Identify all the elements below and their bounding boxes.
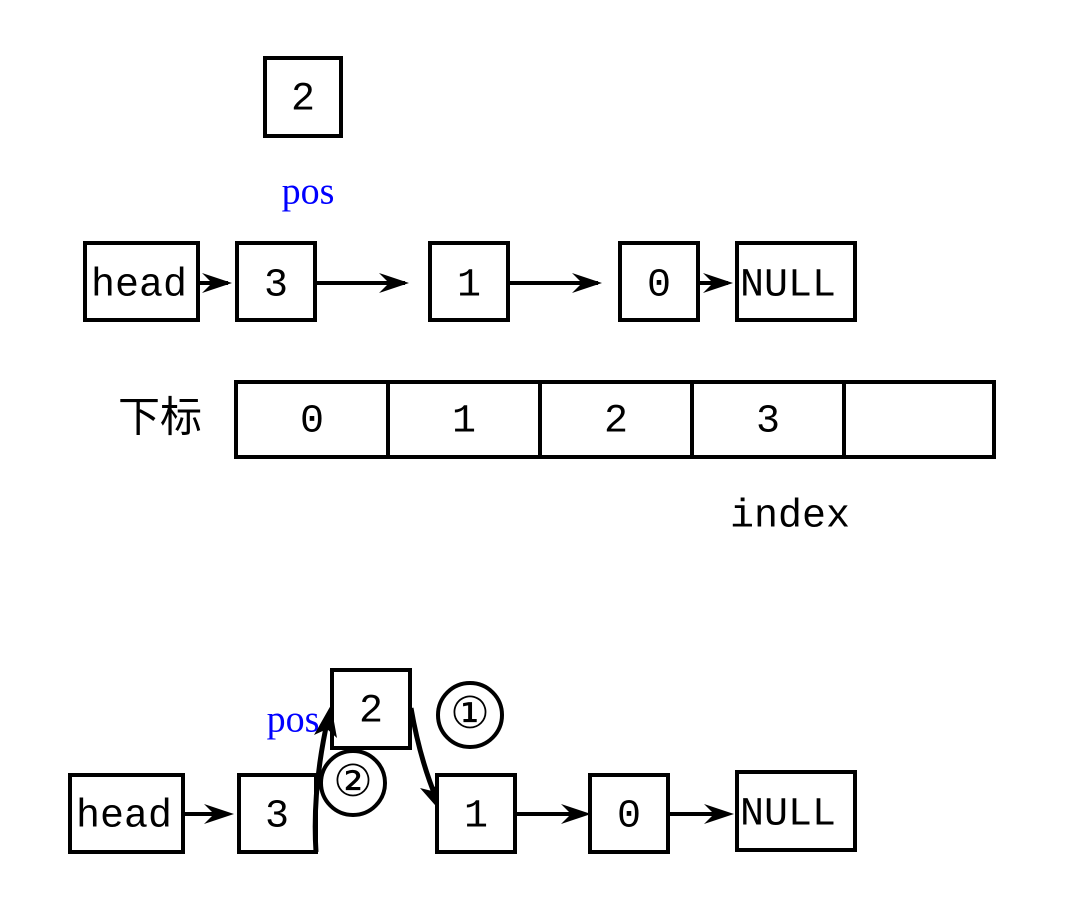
top-arrow-head-to-node-0 <box>198 273 232 293</box>
bottom-panel: head 3 2 pos <box>68 668 857 854</box>
bottom-head-label: head <box>76 795 172 840</box>
bottom-arrow-node-1-to-node-2 <box>515 804 591 824</box>
top-null-terminator: NULL <box>735 241 857 322</box>
index-table-cell-0: 0 <box>234 380 390 459</box>
bottom-step-marker-2: ② <box>319 749 387 817</box>
top-list-node-0-box <box>235 241 317 322</box>
bottom-null-terminator-label: NULL <box>740 793 836 838</box>
bottom-list-node-2: 0 <box>588 773 670 854</box>
top-floating-node-value: 2 <box>291 78 315 123</box>
top-head-box-rect <box>83 241 200 322</box>
top-list-node-2-value: 0 <box>647 264 671 309</box>
top-arrow-node-1-to-node-2 <box>508 273 602 293</box>
bottom-list-node-1: 1 <box>435 773 517 854</box>
index-table: 0 1 2 3 <box>234 380 996 459</box>
index-table-cell-1: 1 <box>386 380 542 459</box>
top-null-terminator-label: NULL <box>740 264 836 309</box>
bottom-arrow-step-2 <box>312 705 337 853</box>
bottom-null-terminator: NULL <box>735 770 857 852</box>
bottom-head-box-rect <box>68 773 185 854</box>
bottom-list-node-0: 3 <box>237 773 318 854</box>
arrowhead-icon <box>314 705 337 738</box>
index-table-cell-1-value: 1 <box>452 400 476 445</box>
top-floating-node: 2 <box>263 56 343 138</box>
top-list-node-1-value: 1 <box>457 264 481 309</box>
bottom-step-marker-2-label: ② <box>333 756 372 807</box>
top-arrow-node-0-to-node-1 <box>315 273 409 293</box>
circle-outline-icon <box>319 749 387 817</box>
top-head-label: head <box>91 264 187 309</box>
arrowhead-icon <box>704 804 734 824</box>
index-table-cell-2-rect <box>538 380 694 459</box>
top-list-node-1: 1 <box>428 241 510 322</box>
bottom-inserted-node: 2 <box>330 668 412 750</box>
top-list-node-0-value: 3 <box>264 264 288 309</box>
top-head-box: head <box>83 241 200 322</box>
index-table-cell-3: 3 <box>690 380 846 459</box>
bottom-head-box: head <box>68 773 185 854</box>
arrowhead-icon <box>379 273 409 293</box>
arrowhead-icon <box>572 273 602 293</box>
index-table-cell-4-rect <box>842 380 996 459</box>
bottom-arrow-node-2-to-null <box>668 804 734 824</box>
index-table-cell-1-rect <box>386 380 542 459</box>
index-table-cell-4 <box>842 380 996 459</box>
index-axis-label: index <box>730 495 850 540</box>
top-list-node-2: 0 <box>618 241 700 322</box>
bottom-list-node-2-box <box>588 773 670 854</box>
bottom-null-terminator-box <box>735 770 857 852</box>
arrowhead-icon <box>703 273 733 293</box>
bottom-arrow-head-to-node-0 <box>183 804 234 824</box>
top-panel: 2 pos head 3 <box>83 56 996 540</box>
top-list-node-1-box <box>428 241 510 322</box>
bottom-list-node-0-value: 3 <box>265 795 289 840</box>
index-table-cell-0-value: 0 <box>300 400 324 445</box>
index-table-cell-2: 2 <box>538 380 694 459</box>
top-null-terminator-box <box>735 241 857 322</box>
index-table-row-label: 下标 <box>118 393 202 442</box>
top-floating-node-box <box>263 56 343 138</box>
index-table-cell-2-value: 2 <box>604 400 628 445</box>
arrowhead-icon <box>204 804 234 824</box>
top-list-node-0: 3 <box>235 241 317 322</box>
top-arrow-node-2-to-null <box>698 273 733 293</box>
top-pos-label: pos <box>282 171 335 213</box>
bottom-step-marker-1-label: ① <box>450 688 489 739</box>
bottom-step-marker-1: ① <box>436 681 504 749</box>
bottom-list-node-1-value: 1 <box>464 795 488 840</box>
bottom-list-node-2-value: 0 <box>617 795 641 840</box>
arrowhead-icon <box>202 273 232 293</box>
arrowhead-icon <box>561 804 591 824</box>
bottom-inserted-node-value: 2 <box>359 690 383 735</box>
circle-outline-icon <box>436 681 504 749</box>
index-table-cell-3-value: 3 <box>756 400 780 445</box>
index-table-cell-0-rect <box>234 380 390 459</box>
top-list-node-2-box <box>618 241 700 322</box>
bottom-pos-label: pos <box>267 699 320 741</box>
